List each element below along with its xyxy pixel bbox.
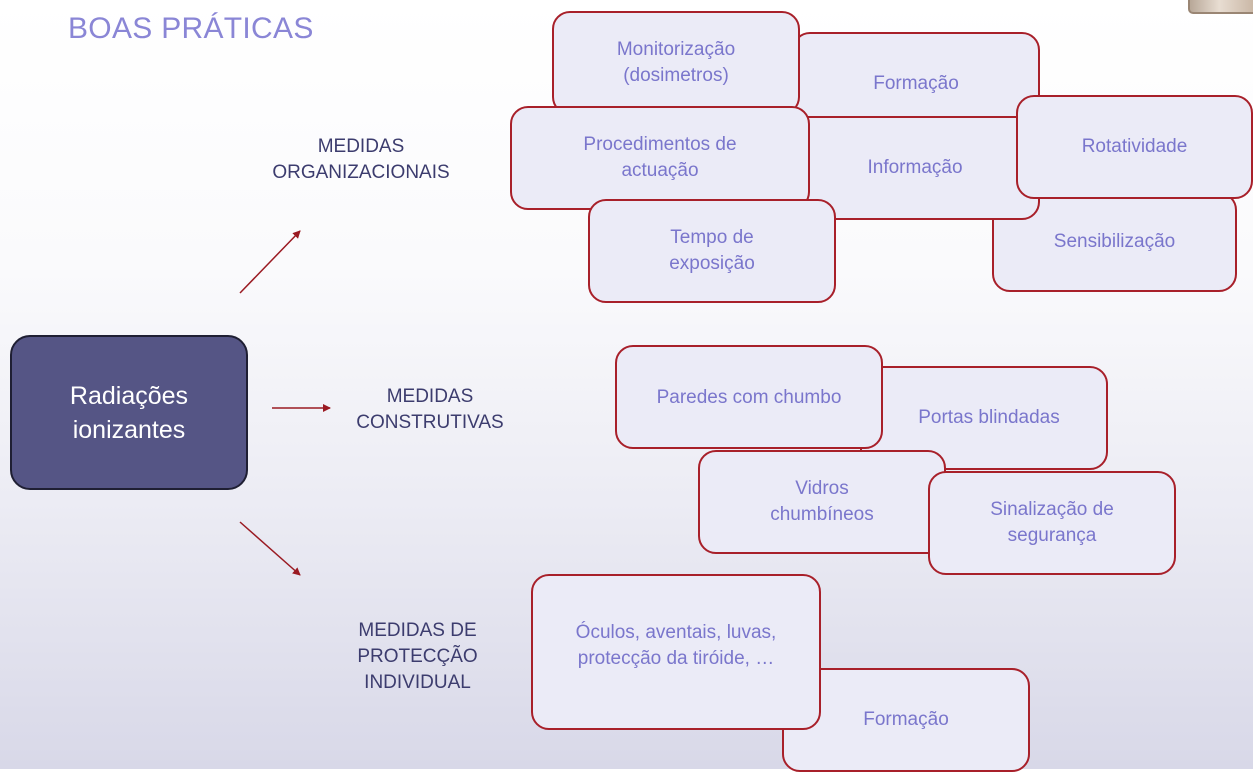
box-formacao-org-label: Formação (873, 73, 959, 94)
category-organizational-line2: ORGANIZACIONAIS (272, 162, 450, 183)
box-procedimentos: Procedimentos de actuação (510, 106, 810, 210)
category-individual-line2: PROTECÇÃO (357, 646, 478, 667)
box-monitorizacao: Monitorização (dosimetros) (552, 11, 800, 115)
box-tempo-line1: Tempo de (670, 227, 754, 248)
box-vidros-line2: chumbíneos (770, 504, 874, 525)
category-organizational-line1: MEDIDAS (317, 136, 405, 157)
box-rotatividade: Rotatividade (1016, 95, 1253, 199)
arrow-to-individual (239, 521, 301, 576)
category-organizational: MEDIDAS ORGANIZACIONAIS (226, 134, 496, 186)
box-formacao-individual: Formação (782, 668, 1030, 772)
box-procedimentos-line1: Procedimentos de (583, 134, 737, 155)
main-node-ionizing-radiation: Radiações ionizantes (10, 335, 248, 490)
category-individual-line3: INDIVIDUAL (364, 672, 471, 693)
box-tempo-line2: exposição (669, 253, 755, 274)
category-constructive-line1: MEDIDAS (386, 386, 474, 407)
box-paredes-chumbo: Paredes com chumbo (615, 345, 883, 449)
box-portas-label: Portas blindadas (918, 407, 1060, 428)
box-monitorizacao-line2: (dosimetros) (623, 65, 729, 86)
main-node-line1: Radiações (69, 381, 189, 410)
category-constructive-line2: CONSTRUTIVAS (356, 412, 504, 433)
box-vidros-chumbineos: Vidros chumbíneos (698, 450, 946, 554)
box-oculos-aventais: Óculos, aventais, luvas, protecção da ti… (531, 574, 821, 730)
box-procedimentos-line2: actuação (621, 160, 699, 181)
box-monitorizacao-line1: Monitorização (616, 39, 736, 60)
box-rotatividade-label: Rotatividade (1081, 136, 1188, 157)
category-individual-line1: MEDIDAS DE (358, 620, 477, 641)
box-sinalizacao-seguranca: Sinalização de segurança (928, 471, 1176, 575)
box-oculos-line2: protecção da tiróide, … (577, 648, 775, 669)
category-individual: MEDIDAS DE PROTECÇÃO INDIVIDUAL (325, 618, 510, 696)
box-sinalizacao-line2: segurança (1007, 525, 1097, 546)
box-tempo-exposicao: Tempo de exposição (588, 199, 836, 303)
page-title: BOAS PRÁTICAS (68, 12, 314, 45)
corner-photo (1188, 0, 1253, 14)
box-paredes-label: Paredes com chumbo (656, 387, 842, 408)
box-informacao-label: Informação (867, 157, 963, 178)
category-constructive: MEDIDAS CONSTRUTIVAS (320, 384, 540, 436)
main-node-line2: ionizantes (72, 415, 186, 444)
box-oculos-line1: Óculos, aventais, luvas, (575, 622, 777, 643)
box-formacao-individual-label: Formação (863, 709, 949, 730)
arrow-to-organizational (239, 230, 301, 294)
box-vidros-line1: Vidros (795, 478, 849, 499)
box-sensibilizacao-label: Sensibilização (1053, 231, 1176, 252)
box-sinalizacao-line1: Sinalização de (990, 499, 1114, 520)
